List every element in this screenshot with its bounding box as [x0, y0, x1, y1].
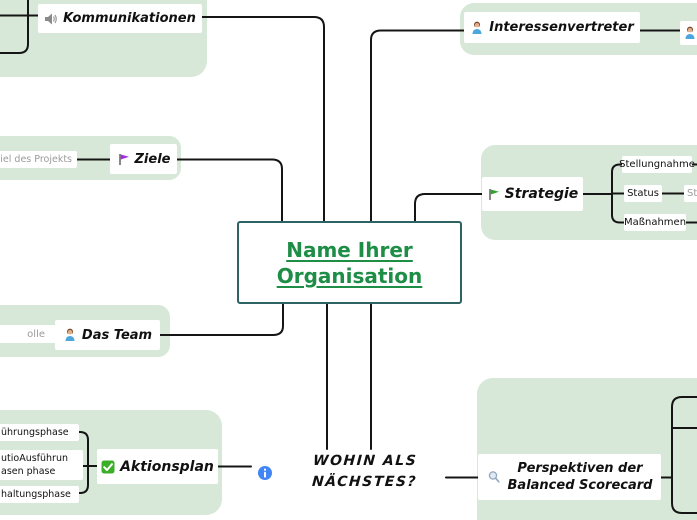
node-wohin-als-naechstes[interactable]: WOHIN ALS NÄCHSTES? [305, 449, 425, 495]
node-label-line2: NÄCHSTES? [311, 474, 419, 490]
node-phase-partial-3[interactable]: haltungsphase [0, 486, 79, 503]
person-icon [63, 328, 77, 342]
node-label: Interessenvertreter [489, 20, 634, 35]
node-label: Strategie [504, 186, 579, 202]
node-label: Das Team [81, 327, 153, 343]
node-label: Stellungnahme [619, 159, 695, 170]
node-massnahmen[interactable]: Maßnahmen [624, 214, 686, 231]
person-icon [470, 21, 484, 35]
node-label: Perspektiven der Balanced Scorecard [508, 460, 653, 494]
info-icon[interactable] [257, 465, 273, 481]
node-label-line1: Perspektiven der [517, 461, 643, 476]
node-label: Kommunikationen [63, 11, 196, 26]
connector-ziele-center [176, 158, 283, 222]
node-phase-partial-1[interactable]: ührungsphase [0, 424, 79, 441]
node-label: olle [27, 328, 45, 340]
node-label: Ziele [134, 151, 171, 167]
node-aktionsplan[interactable]: Aktionsplan [97, 449, 218, 484]
connector-interessen-center [370, 29, 465, 222]
person-icon [683, 26, 697, 40]
node-label-line2: Balanced Scorecard [507, 478, 653, 493]
node-interessenvertreter[interactable]: Interessenvertreter [464, 12, 640, 43]
speaker-icon [44, 12, 58, 26]
node-label: Sta [687, 188, 697, 199]
node-label-line1: utioAusführun [1, 453, 69, 464]
node-strategie[interactable]: Strategie [482, 177, 583, 211]
node-status[interactable]: Status [624, 185, 662, 202]
check-icon [101, 460, 115, 474]
connector-strategie-center [414, 193, 483, 222]
node-label: Status [627, 188, 659, 199]
node-perspektiven-balanced-scorecard[interactable]: Perspektiven der Balanced Scorecard [478, 454, 661, 500]
node-interessenvertreter-child[interactable] [680, 21, 697, 45]
magnifier-icon [487, 470, 501, 484]
node-label: haltungsphase [1, 489, 71, 500]
node-rolle-partial[interactable]: olle [0, 325, 56, 343]
node-label: ührungsphase [1, 427, 69, 438]
node-label: Aktionsplan [120, 458, 214, 475]
node-label-line1: WOHIN ALS [312, 453, 418, 469]
node-center-organisation[interactable]: Name Ihrer Organisation [237, 221, 462, 304]
node-label-line2: asen phase [1, 466, 56, 477]
flag-green-icon [487, 188, 500, 201]
node-phase-partial-2[interactable]: utioAusführun asen phase [0, 450, 83, 480]
node-label: Maßnahmen [623, 217, 687, 228]
node-status-child-partial[interactable]: Sta [684, 185, 697, 202]
node-stellungnahme[interactable]: Stellungnahme [619, 156, 695, 173]
flag-purple-icon [117, 153, 130, 166]
node-label: Ziel des Projekts [0, 154, 72, 165]
node-kommunikationen[interactable]: Kommunikationen [38, 4, 202, 33]
connector-komm-center [201, 16, 325, 222]
node-ziele[interactable]: Ziele [110, 144, 177, 174]
node-ziel-des-projekts[interactable]: Ziel des Projekts [0, 151, 77, 168]
connector-center-dasteam [159, 299, 284, 336]
center-title-line1: Name Ihrer [286, 237, 413, 262]
node-das-team[interactable]: Das Team [55, 320, 160, 350]
center-title-line2: Organisation [276, 263, 423, 288]
